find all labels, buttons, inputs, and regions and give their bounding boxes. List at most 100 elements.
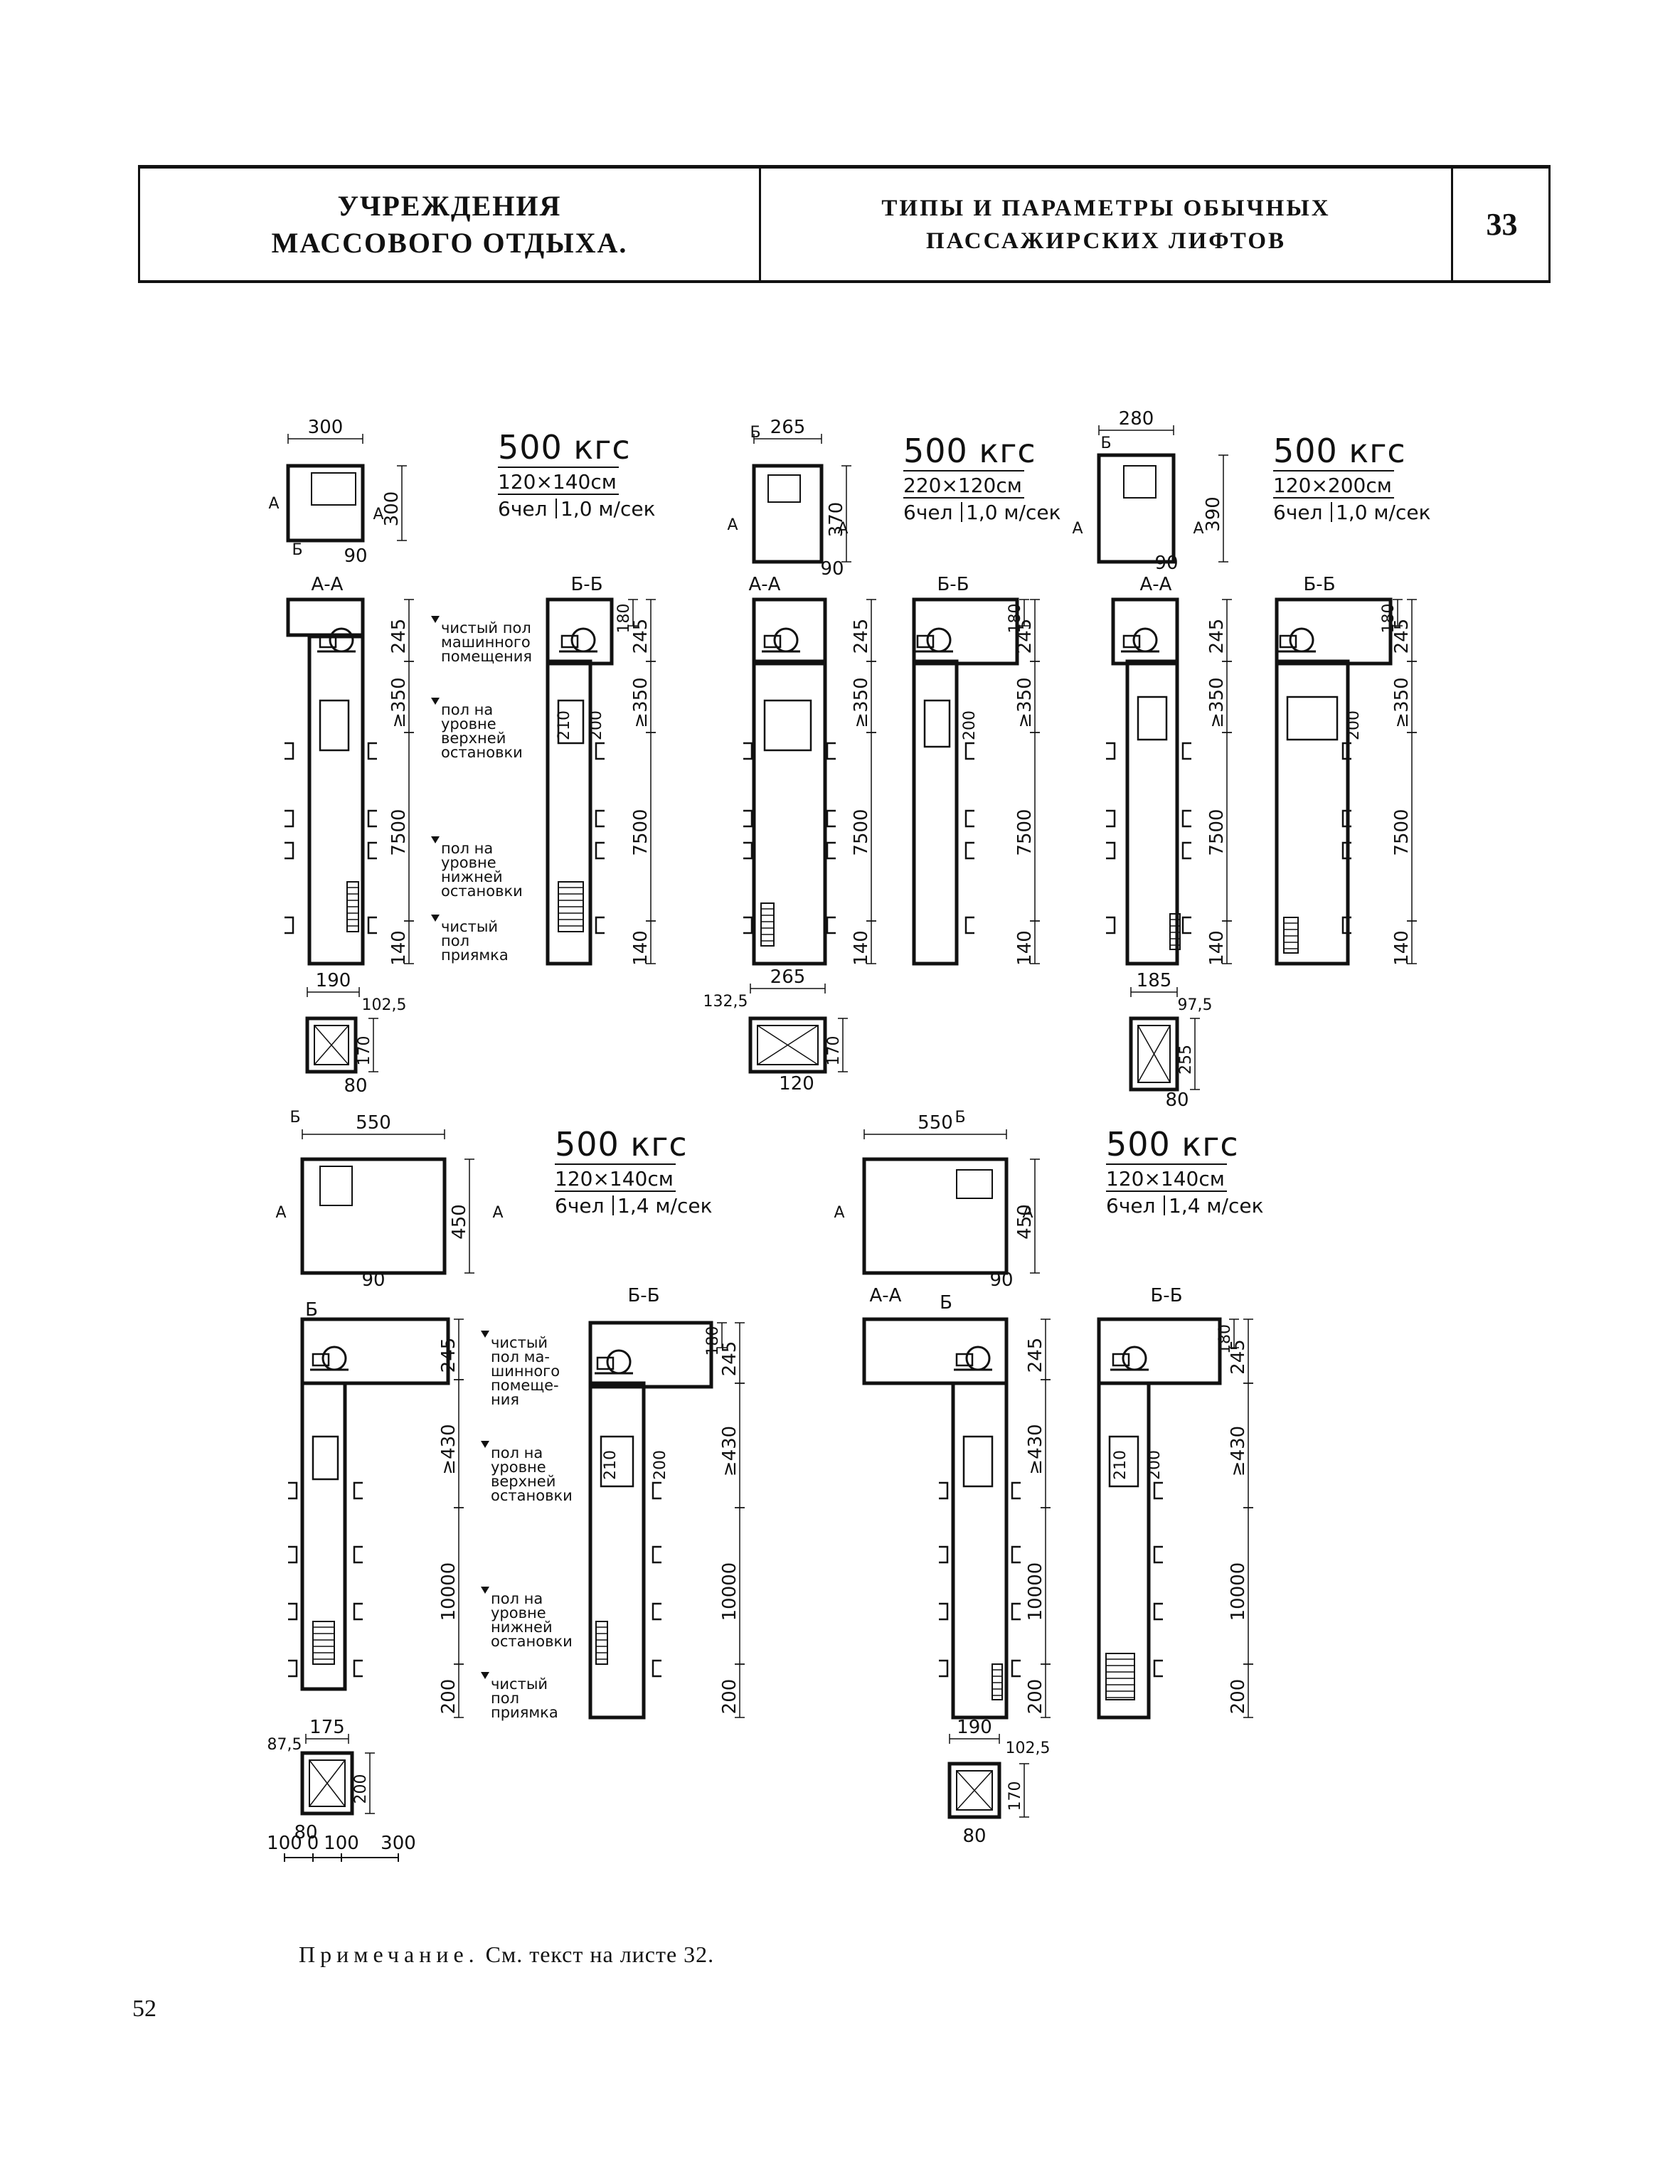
l3-pit-plan-inner bbox=[1137, 1025, 1171, 1083]
l1-bb-cabin-h: 210 bbox=[555, 710, 573, 740]
l1-pit-plan-diag bbox=[314, 1025, 349, 1065]
l1-bb-door-h: 200 bbox=[588, 710, 605, 740]
l1-aa-shaft bbox=[307, 634, 365, 966]
l4-cut-a-right: А bbox=[492, 1204, 503, 1222]
l4-section-b: Б bbox=[305, 1299, 318, 1321]
l2-offset: 90 bbox=[820, 558, 844, 580]
l2-aa-pit: 140 bbox=[851, 930, 872, 966]
l1-pit-height: 170 bbox=[356, 1036, 373, 1066]
l4-plan bbox=[300, 1157, 447, 1275]
l5-plan bbox=[862, 1157, 1009, 1275]
l4-aa-cw bbox=[312, 1621, 335, 1665]
l1-bb-machine-room bbox=[546, 597, 614, 666]
l1-aa-door-left-0 bbox=[285, 742, 294, 760]
section-title-line1: УЧРЕЖДЕНИЯ bbox=[337, 189, 562, 222]
l5-aa-door-right-1 bbox=[1011, 1545, 1021, 1564]
l4-pit-bottom: 80 bbox=[294, 1822, 317, 1843]
l2-pit-offset: 132,5 bbox=[703, 993, 748, 1011]
l3-aa-door-left-1 bbox=[1106, 809, 1116, 828]
l3-bb-pit: 140 bbox=[1391, 930, 1413, 966]
l5-pit-width: 190 bbox=[957, 1717, 992, 1738]
l1-aa-door-left-3 bbox=[285, 916, 294, 934]
l2-bb-top-dim: 180 bbox=[1006, 604, 1024, 634]
l1-lbl-pit-arrow bbox=[431, 915, 440, 922]
l1-aa-door-right-3 bbox=[367, 916, 377, 934]
section-title-line2: МАССОВОГО ОТДЫХА. bbox=[271, 226, 628, 259]
l3-aa-door-left-0 bbox=[1106, 742, 1116, 760]
l2-plan-machine bbox=[767, 474, 801, 503]
scale-label-1: 0 bbox=[307, 1833, 319, 1854]
l2-section-bb: Б-Б bbox=[937, 574, 969, 595]
l2-pit-width: 265 bbox=[770, 966, 806, 988]
l4-lbl-bottom-3: остановки bbox=[491, 1633, 573, 1650]
l5-section-aa: А-А bbox=[870, 1285, 902, 1306]
l1-caption-load: 500 кгс bbox=[498, 428, 631, 467]
l1-aa-shaft-h: 7500 bbox=[388, 809, 410, 856]
l5-bb-door-0 bbox=[1153, 1481, 1163, 1500]
l4-bb-door-h: 200 bbox=[652, 1450, 669, 1480]
l5-bb-cw bbox=[1105, 1653, 1135, 1700]
l4-lbl-bottom-arrow bbox=[481, 1587, 489, 1594]
l1-lbl-bottom-arrow bbox=[431, 836, 440, 843]
l4-caption-persons: 6чел bbox=[555, 1194, 604, 1218]
sheet-header: УЧРЕЖДЕНИЯ МАССОВОГО ОТДЫХА. ТИПЫ И ПАРА… bbox=[138, 165, 1551, 283]
l4-lbl-pit-2: приямка bbox=[491, 1704, 558, 1721]
l2-aa-machine-h: 245 bbox=[851, 619, 872, 654]
l3-cut-a-left: А bbox=[1072, 520, 1083, 538]
l4-lbl-bottom-2: нижней bbox=[491, 1619, 553, 1636]
l5-offset: 90 bbox=[989, 1269, 1013, 1291]
l1-lbl-machine-1: машинного bbox=[441, 634, 531, 651]
section-title: УЧРЕЖДЕНИЯ МАССОВОГО ОТДЫХА. bbox=[140, 169, 761, 280]
l4-lbl-pit-1: пол bbox=[491, 1690, 519, 1707]
l2-bb-cabin bbox=[923, 699, 951, 748]
l2-bb-top: ≥350 bbox=[1014, 677, 1036, 728]
l3-bb-shaft bbox=[1275, 659, 1350, 966]
scale-label-0: 100 bbox=[267, 1833, 302, 1854]
l4-lbl-top-0: пол на bbox=[491, 1444, 543, 1461]
l5-aa-cw bbox=[991, 1663, 1003, 1700]
l4-section-bb: Б-Б bbox=[627, 1285, 659, 1306]
l3-aa-door-right-0 bbox=[1181, 742, 1191, 760]
l4-plan-machine bbox=[319, 1166, 353, 1206]
l5-pit-offset: 102,5 bbox=[1006, 1740, 1051, 1757]
l4-pit-height: 200 bbox=[352, 1774, 370, 1804]
l1-lbl-pit-1: пол bbox=[441, 932, 469, 949]
l4-aa-door-left-0 bbox=[288, 1481, 298, 1500]
l1-lbl-machine-arrow bbox=[431, 616, 440, 623]
l5-aa-top: ≥430 bbox=[1025, 1424, 1046, 1474]
l3-bb-top-dim: 180 bbox=[1380, 604, 1398, 634]
l4-pit-plan bbox=[300, 1751, 354, 1816]
l5-aa-cabin bbox=[962, 1435, 994, 1488]
l3-aa-machine-motor bbox=[1122, 634, 1141, 649]
l3-aa-machine-h: 245 bbox=[1206, 619, 1228, 654]
l4-lbl-machine-2: шинного bbox=[491, 1363, 560, 1380]
l1-aa-door-left-2 bbox=[285, 841, 294, 860]
l5-aa-door-right-3 bbox=[1011, 1659, 1021, 1678]
l1-lbl-bottom-2: нижней bbox=[441, 868, 503, 885]
l3-section-bb: Б-Б bbox=[1303, 574, 1335, 595]
l4-bb-cw bbox=[595, 1621, 608, 1665]
l4-bb-shaft bbox=[588, 1381, 646, 1720]
l4-lbl-machine-3: помеще- bbox=[491, 1377, 559, 1394]
l2-aa-cw bbox=[760, 902, 775, 947]
l4-plan-width: 550 bbox=[356, 1112, 391, 1134]
l1-lbl-bottom-1: уровне bbox=[441, 854, 496, 871]
l3-bb-door-h: 200 bbox=[1345, 710, 1363, 740]
l1-aa-top: ≥350 bbox=[388, 677, 410, 728]
note-text: См. текст на листе 32. bbox=[479, 1941, 715, 1967]
l2-bb-machine-room bbox=[912, 597, 1019, 666]
l1-pit-width: 190 bbox=[316, 970, 351, 991]
l3-aa-cw bbox=[1169, 913, 1181, 950]
l1-cut-b: Б bbox=[292, 541, 302, 559]
l5-aa-door-left-2 bbox=[939, 1602, 949, 1621]
scale-label-2: 100 bbox=[324, 1833, 359, 1854]
l4-bb-top: ≥430 bbox=[719, 1426, 740, 1476]
l4-bb-door-3 bbox=[652, 1659, 661, 1678]
l5-section-bb: Б-Б bbox=[1150, 1285, 1182, 1306]
l4-lbl-top-3: остановки bbox=[491, 1487, 573, 1504]
l2-pit-height: 170 bbox=[825, 1036, 843, 1066]
l2-aa-door-left-3 bbox=[743, 916, 753, 934]
l5-section-b: Б bbox=[940, 1292, 952, 1314]
l1-lbl-bottom-3: остановки bbox=[441, 883, 523, 900]
l1-lbl-machine-0: чистый пол bbox=[441, 619, 531, 636]
